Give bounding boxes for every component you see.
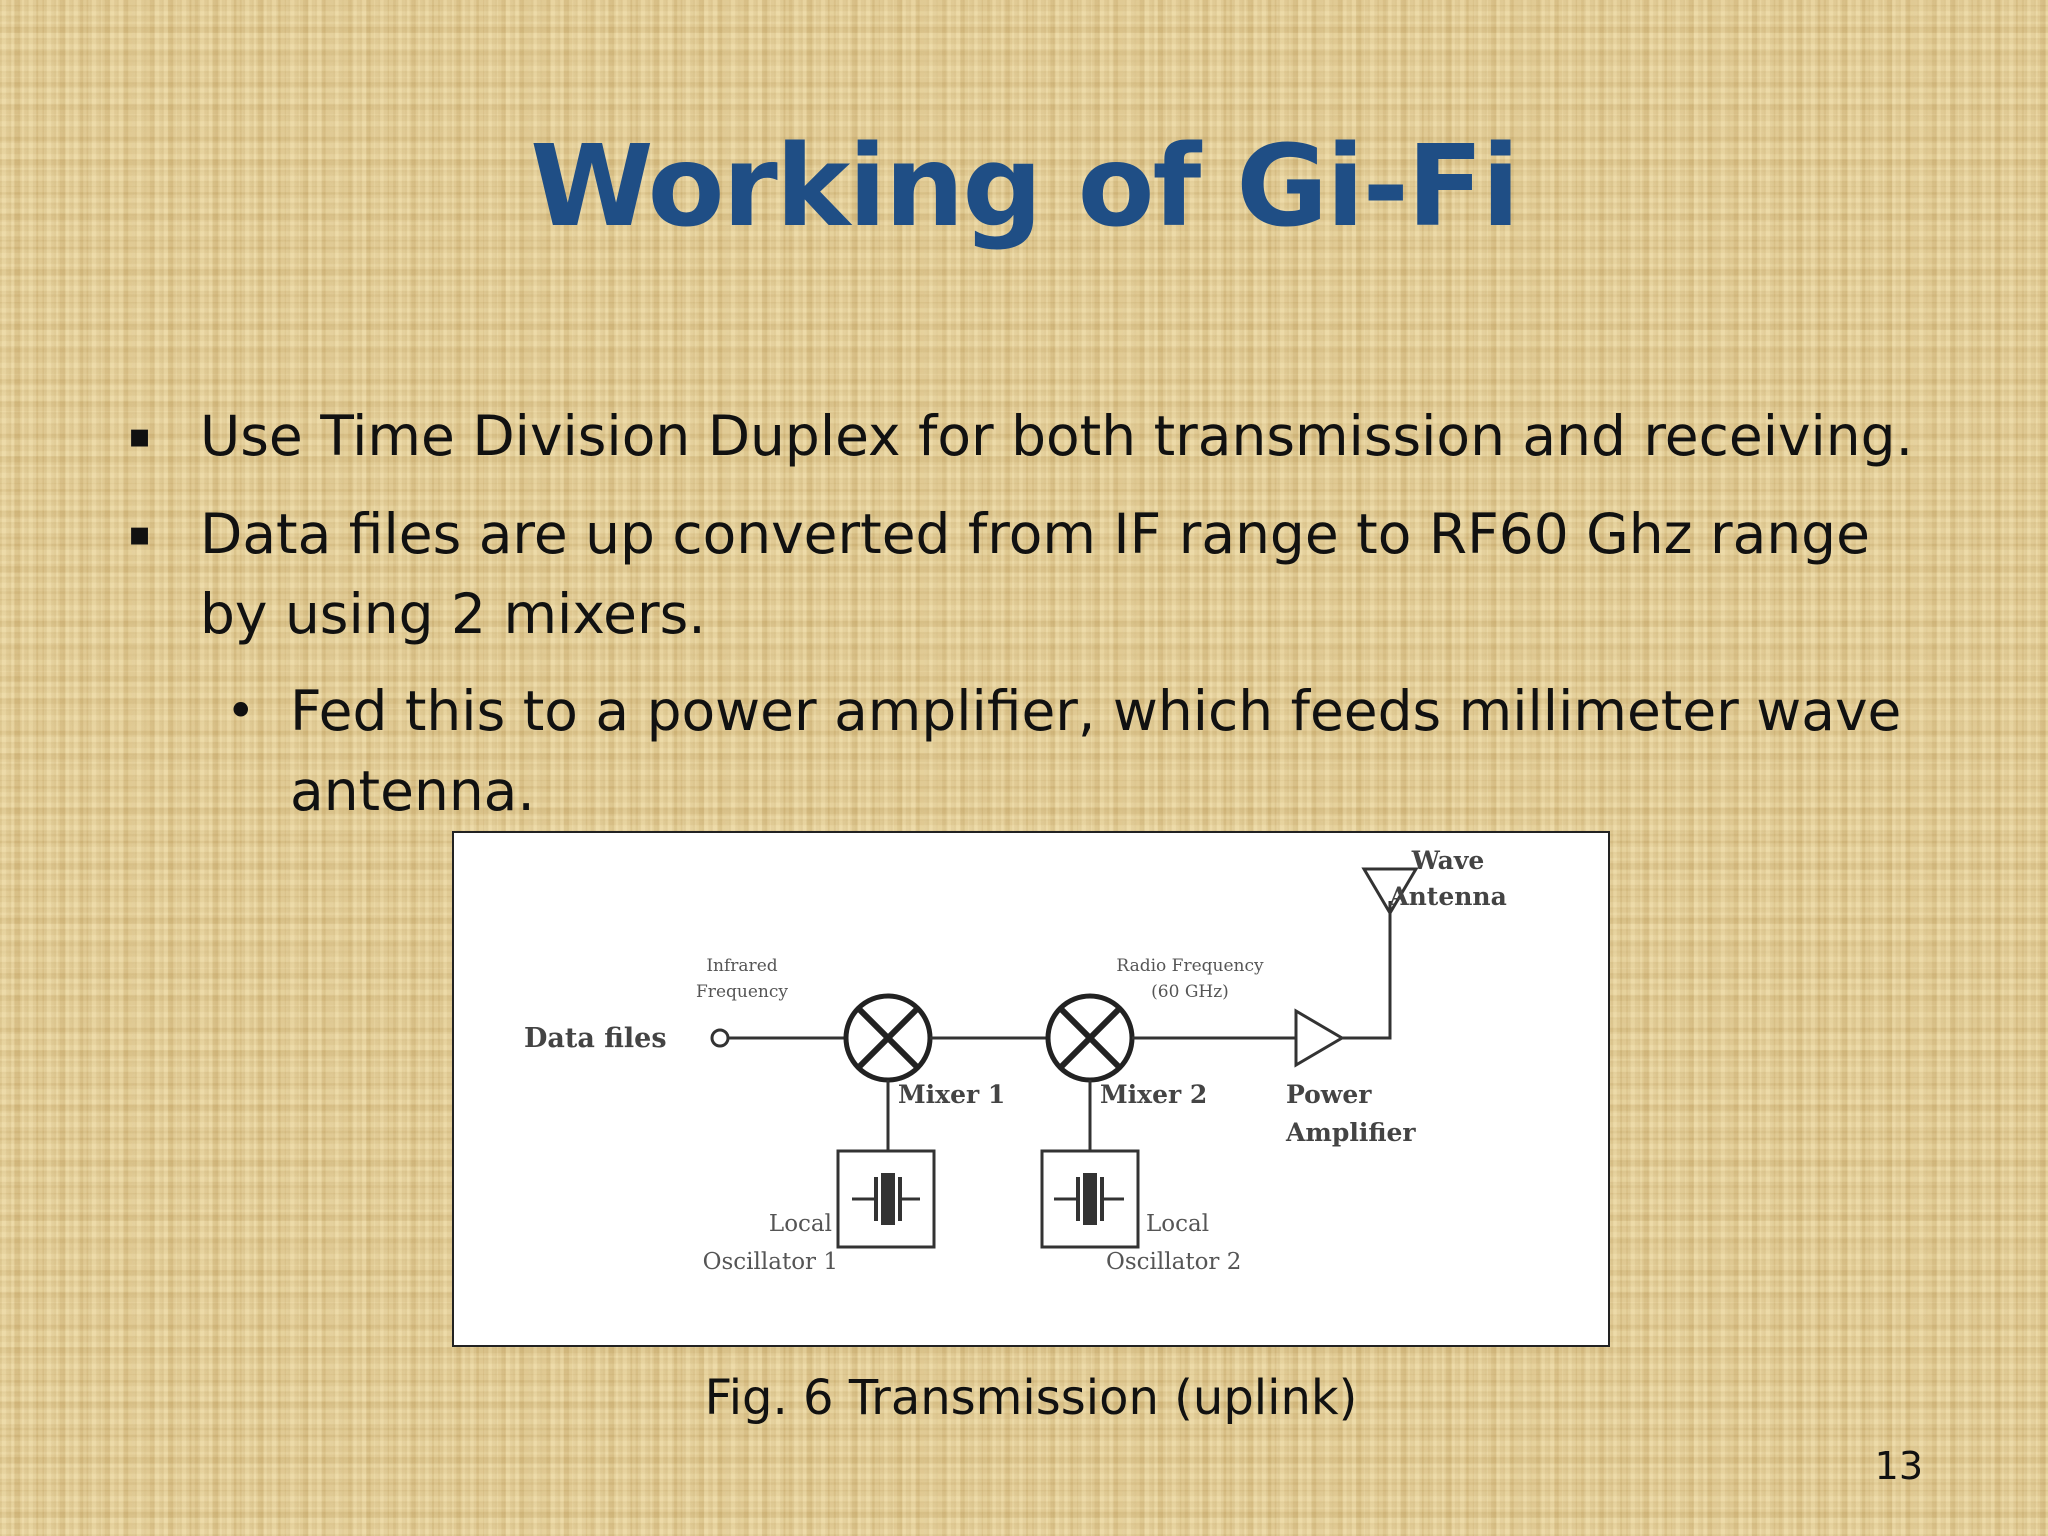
label-infrared-1: Infrared	[706, 956, 777, 976]
bullet-1-text: Use Time Division Duplex for both transm…	[200, 404, 1914, 468]
figure-caption: Fig. 6 Transmission (uplink)	[704, 1370, 1358, 1426]
antenna-icon	[1361, 867, 1419, 916]
sub-bullet-1: • Fed this to a power amplifier, which f…	[226, 671, 1930, 831]
sub-bullet-1-text: Fed this to a power amplifier, which fee…	[290, 679, 1902, 823]
label-power: Power	[1286, 1080, 1372, 1109]
label-mixer-1: Mixer 1	[898, 1080, 1005, 1109]
label-radio-frequency-1: Radio Frequency	[1116, 956, 1264, 976]
square-bullet-icon: ▪	[128, 514, 152, 554]
label-antenna: Antenna	[1388, 882, 1507, 911]
label-radio-frequency-2: (60 GHz)	[1151, 982, 1229, 1002]
bullet-2-text: Data files are up converted from IF rang…	[200, 502, 1870, 646]
label-amplifier: Amplifier	[1285, 1118, 1416, 1147]
label-local-oscillator-1-a: Local	[769, 1211, 832, 1237]
slide-title: Working of Gi-Fi	[530, 122, 1520, 252]
square-bullet-icon: ▪	[128, 416, 152, 456]
power-amplifier-symbol	[1294, 1008, 1345, 1068]
label-local-oscillator-2-a: Local	[1146, 1211, 1209, 1237]
page-number: 13	[1874, 1444, 1923, 1488]
bullet-2: ▪ Data files are up converted from IF ra…	[128, 494, 1920, 654]
label-wave: Wave	[1411, 846, 1485, 875]
mixer-1-symbol	[843, 993, 933, 1083]
label-data-files: Data files	[524, 1023, 667, 1054]
wire-amplifier-antenna	[1342, 901, 1392, 1040]
label-infrared-2: Frequency	[696, 982, 788, 1002]
label-mixer-2: Mixer 2	[1100, 1080, 1207, 1109]
label-local-oscillator-2-b: Oscillator 2	[1106, 1249, 1241, 1275]
round-bullet-icon: •	[226, 682, 256, 740]
local-oscillator-1-symbol	[836, 1149, 936, 1249]
label-local-oscillator-1-b: Oscillator 1	[703, 1249, 838, 1275]
transmission-diagram: Data files Infrared Frequency Radio Freq…	[452, 831, 1610, 1347]
input-terminal	[710, 1028, 730, 1048]
bullet-1: ▪ Use Time Division Duplex for both tran…	[128, 396, 2020, 476]
diagram-canvas: Data files Infrared Frequency Radio Freq…	[524, 846, 1507, 1275]
local-oscillator-2-symbol	[1040, 1149, 1140, 1249]
mixer-2-symbol	[1045, 993, 1135, 1083]
